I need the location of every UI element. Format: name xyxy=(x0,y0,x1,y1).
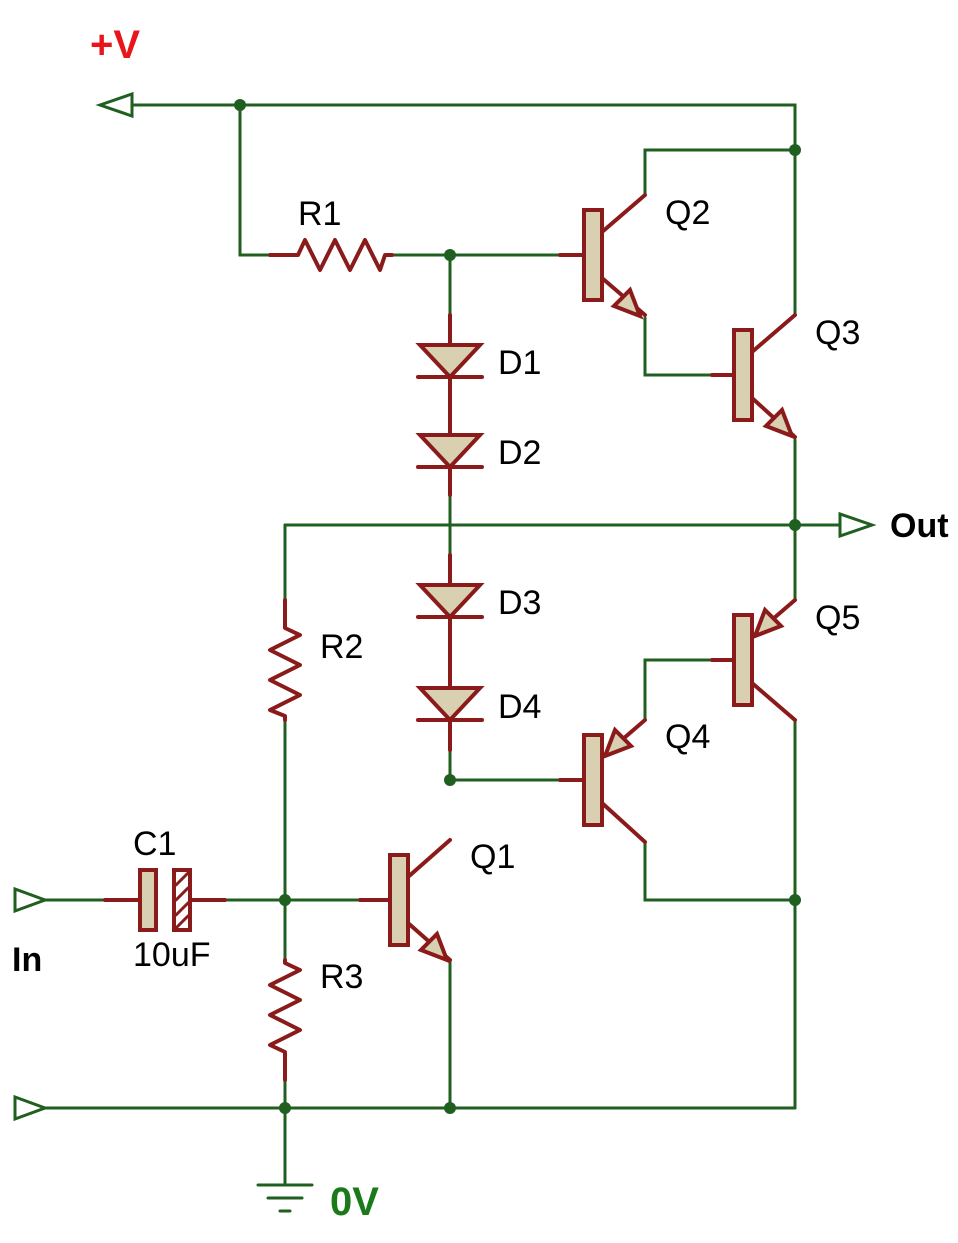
input-label: In xyxy=(12,941,42,979)
c1-label: C1 xyxy=(133,825,176,863)
junction-dot xyxy=(789,144,801,156)
ground-rail-label: 0V xyxy=(330,1180,379,1224)
resistor-r1 xyxy=(268,238,394,272)
wires xyxy=(43,103,842,1187)
transistor-q1 xyxy=(358,838,452,964)
positive-rail-label: +V xyxy=(90,23,140,67)
resistor-r2 xyxy=(268,598,302,722)
transistor-q5 xyxy=(710,598,797,722)
junction-dot xyxy=(444,249,456,261)
junction-dot xyxy=(789,519,801,531)
r2-label: R2 xyxy=(320,628,363,666)
transistor-q2 xyxy=(558,193,647,320)
d3-label: D3 xyxy=(498,584,541,622)
q4-label: Q4 xyxy=(665,718,710,756)
positive-rail-wire xyxy=(128,103,797,317)
d2-label: D2 xyxy=(498,434,541,472)
junction-dot xyxy=(444,774,456,786)
diode-d4 xyxy=(415,658,485,752)
r1-feed-wire xyxy=(238,103,272,257)
transistor-q4 xyxy=(558,718,647,844)
junction-dot xyxy=(279,1102,291,1114)
positive-terminal-arrow xyxy=(95,91,134,119)
output-label: Out xyxy=(890,507,949,545)
d1-label: D1 xyxy=(498,344,541,382)
terminals xyxy=(13,91,877,1122)
ground-terminal-arrow xyxy=(13,1094,50,1122)
transistor-q3 xyxy=(710,313,797,440)
q3-label: Q3 xyxy=(815,314,860,352)
diode-d3 xyxy=(415,553,485,662)
junction-dot xyxy=(234,99,246,111)
junctions xyxy=(234,99,801,1114)
c1-value-label: 10uF xyxy=(133,936,211,974)
junction-dot xyxy=(789,894,801,906)
diode-d2 xyxy=(415,403,485,497)
capacitor-c1 xyxy=(103,868,227,932)
labels: +V 0V Out In R1 R2 R3 D1 D2 D3 D4 Q1 Q2 … xyxy=(12,23,949,1224)
q2-emitter-q3-base-wire xyxy=(643,316,714,377)
junction-dot xyxy=(279,894,291,906)
ground-symbol xyxy=(256,1183,314,1213)
d4-label: D4 xyxy=(498,688,541,726)
input-terminal-arrow xyxy=(13,886,50,914)
q2-collector-wire xyxy=(643,148,797,197)
resistor-r3 xyxy=(268,958,302,1082)
q2-label: Q2 xyxy=(665,194,710,232)
q4-collector-wire xyxy=(643,840,797,902)
q1-label: Q1 xyxy=(470,838,515,876)
r3-label: R3 xyxy=(320,958,363,996)
q4-emitter-q5-base-wire xyxy=(643,658,714,722)
junction-dot xyxy=(444,1102,456,1114)
diode-d1 xyxy=(415,313,485,407)
r1-label: R1 xyxy=(298,195,341,233)
output-terminal-arrow xyxy=(838,511,877,539)
q5-label: Q5 xyxy=(815,599,860,637)
